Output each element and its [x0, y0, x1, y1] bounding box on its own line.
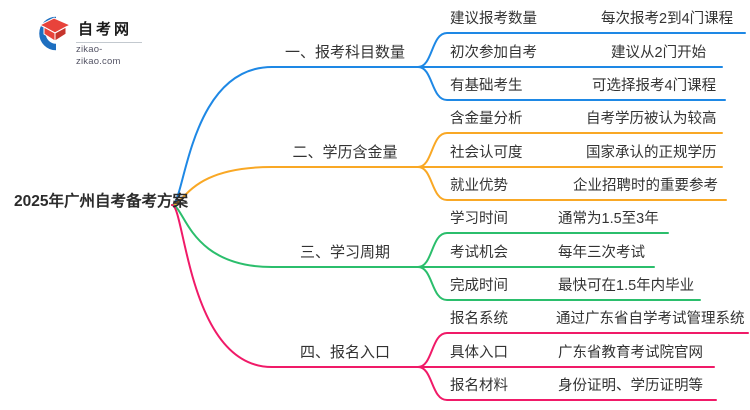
- row-value: 最快可在1.5年内毕业: [558, 278, 695, 294]
- site-name: 自考网: [78, 21, 133, 38]
- row-key: 学习时间: [450, 211, 508, 227]
- row-key: 报名系统: [450, 311, 508, 327]
- row-key: 含金量分析: [450, 111, 523, 127]
- branch-4-label: 四、报名入口: [299, 344, 390, 361]
- row-key: 社会认可度: [450, 145, 523, 161]
- row-value: 建议从2门开始: [611, 45, 707, 61]
- branch-3-label: 三、学习周期: [299, 244, 390, 261]
- row-key: 报名材料: [450, 378, 508, 394]
- row-value: 身份证明、学历证明等: [558, 378, 703, 394]
- branch-1-lines: [171, 32, 746, 206]
- row-key: 初次参加自考: [450, 45, 537, 61]
- row-key: 建议报考数量: [450, 11, 537, 27]
- branch-3-lines: [171, 204, 701, 301]
- branch-2-lines: [171, 132, 727, 206]
- logo-divider: [76, 42, 142, 43]
- graduation-cap-icon: [38, 16, 72, 51]
- row-value: 通常为1.5至3年: [558, 211, 659, 227]
- site-url: zikao-zikao.com: [76, 44, 121, 67]
- row-value: 自考学历被认为较高: [586, 111, 717, 127]
- row-key: 有基础考生: [450, 78, 523, 94]
- site-logo: 自考网 zikao-zikao.com: [26, 14, 146, 67]
- branch-4-lines: [171, 204, 749, 401]
- row-key: 具体入口: [450, 345, 508, 361]
- central-topic: 2025年广州自考备考方案: [14, 193, 188, 210]
- row-value: 国家承认的正规学历: [586, 145, 717, 161]
- row-value: 通过广东省自学考试管理系统: [556, 311, 745, 327]
- branch-2-label: 二、学历含金量: [292, 144, 398, 161]
- row-key: 就业优势: [450, 178, 508, 194]
- row-value: 每次报考2到4门课程: [601, 11, 734, 27]
- row-key: 考试机会: [450, 245, 508, 261]
- row-key: 完成时间: [450, 278, 508, 294]
- row-value: 每年三次考试: [558, 245, 645, 261]
- branch-1-label: 一、报考科目数量: [284, 44, 405, 61]
- row-value: 可选择报考4门课程: [592, 78, 717, 94]
- row-value: 广东省教育考试院官网: [558, 345, 703, 361]
- row-value: 企业招聘时的重要参考: [573, 178, 718, 194]
